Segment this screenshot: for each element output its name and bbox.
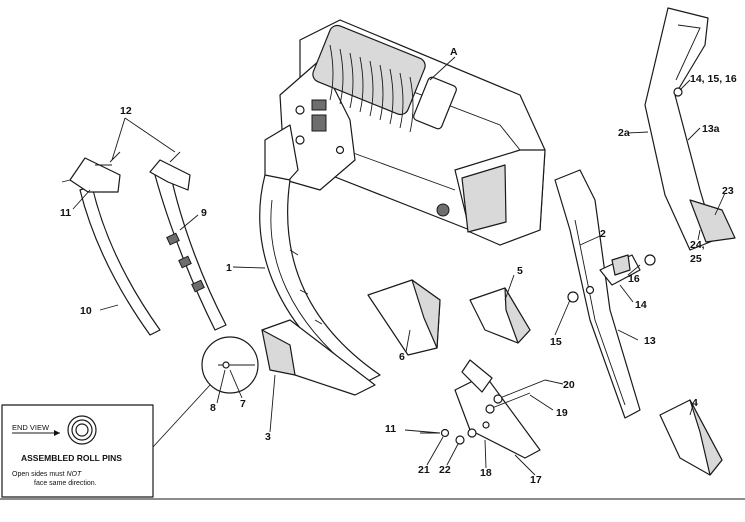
roll-pin-inset: END VIEW ASSEMBLED ROLL PINS Open sides …	[1, 404, 154, 498]
compression-spring	[312, 24, 457, 133]
callout-2a: 2a	[618, 127, 630, 139]
callout-3: 3	[265, 431, 271, 443]
callout-9: 9	[201, 207, 207, 219]
shovel-3	[261, 319, 376, 396]
inset-end-view-label: END VIEW	[12, 423, 50, 432]
callout-A: A	[450, 46, 458, 58]
callout-12: 12	[120, 105, 132, 117]
callout-6: 6	[399, 351, 405, 363]
curved-plate-10	[69, 157, 161, 336]
hardware	[61, 151, 656, 445]
callout-11-left: 11	[60, 207, 71, 219]
callout-7: 7	[240, 398, 246, 410]
frame-assembly	[264, 19, 546, 246]
point-6	[367, 279, 441, 356]
callout-23: 23	[722, 185, 734, 197]
callout-2: 2	[600, 228, 606, 240]
callout-13a: 13a	[702, 123, 720, 135]
callout-14: 14	[635, 299, 647, 311]
inset-note-line2: face same direction.	[34, 480, 97, 487]
callout-19: 19	[556, 407, 568, 419]
sweep-17	[454, 359, 541, 459]
callout-13: 13	[644, 335, 656, 347]
shank-upper-right	[644, 7, 736, 251]
callout-20: 20	[563, 379, 575, 391]
callout-22: 22	[439, 464, 451, 476]
callout-21: 21	[418, 464, 430, 476]
callout-11-center: 11	[385, 423, 396, 435]
point-4	[659, 399, 723, 476]
shank-right	[554, 169, 641, 419]
callout-8: 8	[210, 402, 216, 414]
leader-lines	[72, 56, 726, 476]
roll-pin-detail	[201, 336, 259, 394]
callout-4: 4	[692, 397, 698, 409]
inset-note-line1: Open sides must NOT	[12, 471, 82, 478]
callout-14-15-16: 14, 15, 16	[690, 73, 737, 85]
callout-18: 18	[480, 467, 492, 479]
callout-17: 17	[530, 474, 542, 486]
callout-5: 5	[517, 265, 523, 277]
callout-10: 10	[80, 305, 92, 317]
arrow-right-icon	[54, 430, 60, 436]
callout-1: 1	[226, 262, 232, 274]
callout-24: 24,	[690, 239, 705, 251]
callout-15: 15	[550, 336, 562, 348]
callout-labels: A 1 2 2a 3 4 5 6 7 8 9 10 11 11 12 13 13…	[60, 46, 737, 486]
trip-plate-9	[149, 159, 227, 331]
callout-25: 25	[690, 253, 702, 265]
callout-16: 16	[628, 273, 640, 285]
point-5	[469, 287, 531, 344]
inset-title: ASSEMBLED ROLL PINS	[21, 453, 122, 463]
